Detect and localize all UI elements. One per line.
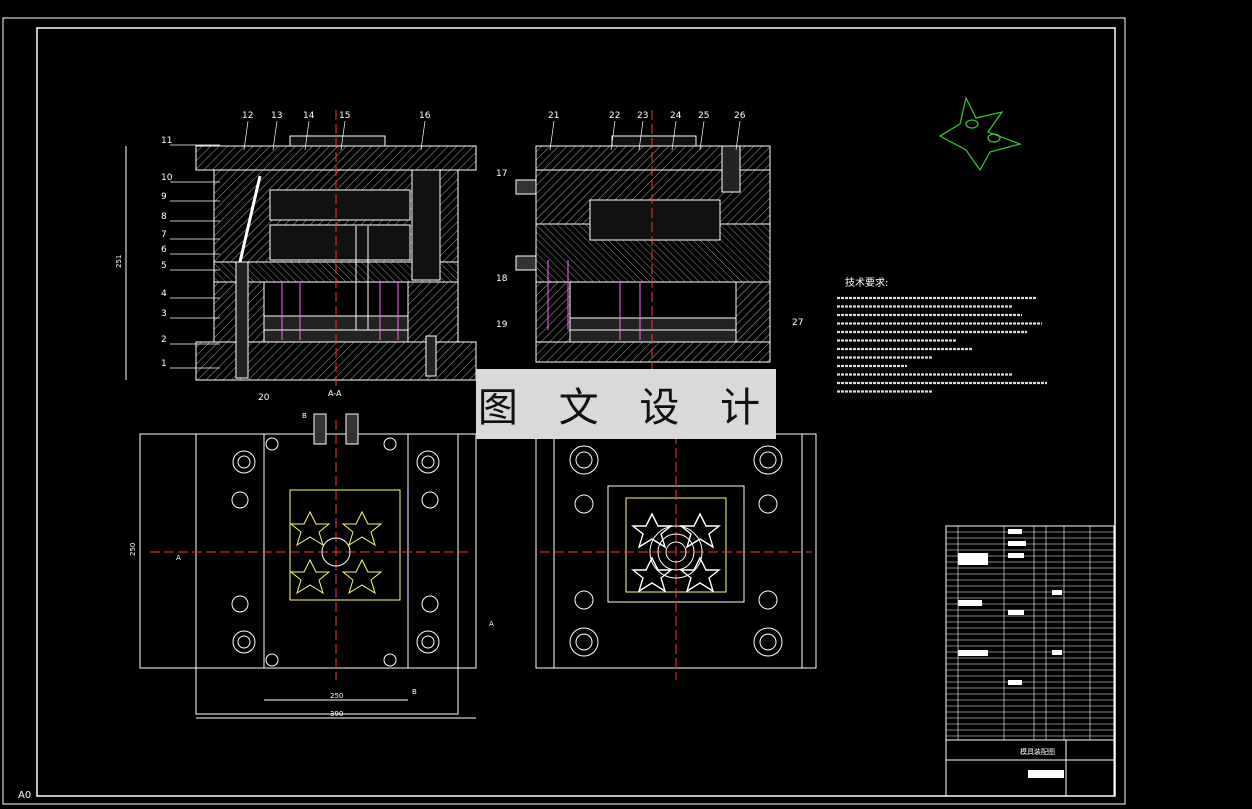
part-callout-16: 16 (419, 111, 431, 121)
part-callout-3: 3 (161, 309, 167, 319)
callout-leader-14 (304, 120, 310, 151)
left-plan-view (139, 413, 477, 719)
callout-leader-12 (243, 120, 249, 151)
callout-leader-13 (272, 120, 278, 151)
callout-leader-23 (638, 120, 644, 151)
callout-leader-15 (340, 120, 346, 151)
part-callout-9: 9 (161, 192, 167, 202)
isometric-part-view (938, 96, 1022, 172)
callout-leader-22 (610, 120, 616, 151)
part-callout-25: 25 (698, 111, 709, 121)
sheet-inner-frame (36, 27, 1116, 797)
section-mark-b-2: B (302, 412, 307, 420)
part-callout-1: 1 (161, 359, 167, 369)
sheet-outer-frame (2, 17, 1126, 805)
dimension-height-plan: 250 (129, 543, 137, 556)
callout-leader-25 (699, 120, 705, 151)
sheet-size-label: A0 (18, 790, 32, 801)
section-mark-b-3: B (412, 688, 417, 696)
tech-requirements-title: 技术要求: (845, 276, 888, 289)
right-section-view (515, 110, 771, 370)
callout-leader-26 (735, 120, 741, 151)
title-block (945, 525, 1115, 797)
part-callout-26: 26 (734, 111, 746, 121)
part-callout-24: 24 (670, 111, 682, 121)
part-callout-23: 23 (637, 111, 648, 121)
part-callout-20: 20 (258, 393, 270, 403)
part-callout-12: 12 (242, 111, 253, 121)
part-callout-15: 15 (339, 111, 350, 121)
part-callout-18: 18 (496, 274, 508, 284)
dimension-height-left: 251 (115, 255, 123, 268)
part-callout-22: 22 (609, 111, 620, 121)
part-callout-19: 19 (496, 320, 508, 330)
part-callout-11: 11 (161, 136, 172, 146)
part-callout-21: 21 (548, 111, 559, 121)
watermark-text: 图 文 设 计 (477, 385, 775, 431)
part-callout-2: 2 (161, 335, 167, 345)
callout-leader-16 (420, 120, 426, 151)
tech-requirements-lines (837, 296, 1047, 393)
part-callout-14: 14 (303, 111, 315, 121)
part-callout-10: 10 (161, 173, 173, 183)
right-plan-view (535, 420, 817, 680)
watermark-banner: 图 文 设 计 (476, 369, 776, 439)
dimension-width-inner: 250 (330, 692, 343, 700)
left-section-view (125, 110, 477, 386)
section-mark-a-1: A (489, 620, 494, 628)
part-callout-6: 6 (161, 245, 167, 255)
part-callout-8: 8 (161, 212, 167, 222)
part-callout-4: 4 (161, 289, 167, 299)
section-label-aa: A-A (328, 389, 342, 398)
part-callout-13: 13 (271, 111, 282, 121)
section-mark-a-0: A (176, 554, 181, 562)
title-block-name: 模具装配图 (1020, 747, 1055, 756)
part-callout-5: 5 (161, 261, 167, 271)
dimension-width-outer: 390 (330, 710, 343, 718)
part-callout-17: 17 (496, 169, 507, 179)
part-callout-27: 27 (792, 318, 803, 328)
part-callout-7: 7 (161, 230, 167, 240)
callout-leader-21 (549, 120, 555, 151)
callout-leader-24 (671, 120, 677, 151)
